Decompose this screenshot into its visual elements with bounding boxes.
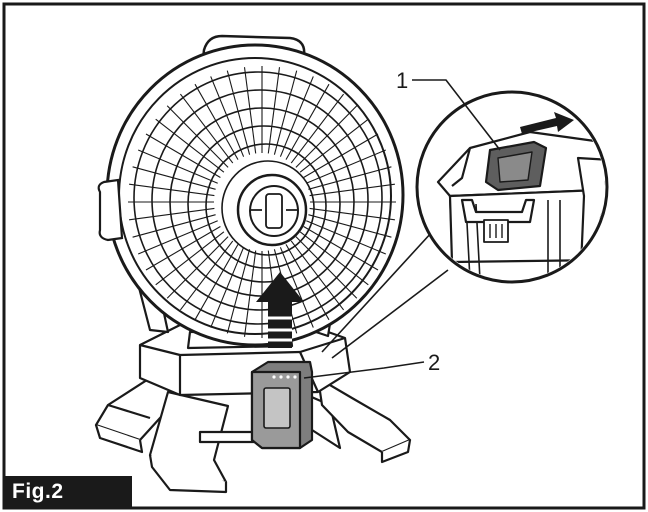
grille-spoke (243, 67, 257, 154)
arrow-right-icon (520, 112, 574, 134)
callout-number-1: 1 (396, 68, 408, 93)
grille-spoke (309, 183, 395, 197)
magnifier-circle (415, 90, 609, 284)
grille-spoke (279, 76, 314, 157)
grille-spoke (155, 118, 225, 173)
grille-spoke (306, 220, 387, 255)
grille-spoke (226, 249, 251, 334)
grille-spoke (194, 83, 239, 160)
grille-spoke (179, 240, 234, 311)
grille-spoke (129, 207, 215, 221)
grille-spoke (308, 214, 392, 238)
battery-label-window (263, 387, 291, 429)
grille-spoke (295, 236, 358, 299)
grille-spoke (166, 236, 229, 299)
battery-cartridge (250, 360, 314, 450)
grille-spoke (290, 93, 345, 164)
grille-spoke (295, 105, 358, 168)
grille-spoke (145, 133, 221, 178)
grille-spoke (226, 70, 251, 155)
grille-spoke (137, 149, 218, 184)
grille-spoke (194, 244, 239, 321)
fan-tilt-knob (97, 178, 124, 242)
grille-spoke (166, 105, 229, 168)
callout-leaders (303, 79, 501, 379)
grille-spoke (179, 93, 234, 164)
grille-spoke (308, 166, 392, 190)
grille-spoke (303, 226, 379, 271)
callout-number-2: 2 (428, 350, 440, 375)
grille-spoke (299, 118, 369, 173)
fan-hub (236, 173, 308, 247)
grille-spoke (132, 166, 216, 190)
grille-spoke (279, 247, 314, 328)
figure-label: Fig.2 (12, 480, 64, 503)
grille-spoke (303, 133, 379, 178)
figure-label-box: Fig.2 (4, 476, 132, 508)
fan-grille-spokes (128, 66, 396, 338)
grille-spoke (243, 250, 257, 337)
grille-spoke (285, 244, 330, 321)
grille-spoke (290, 240, 345, 311)
grille-spoke (155, 231, 225, 286)
magnifier-leader-lines (321, 231, 449, 359)
grille-spoke (306, 149, 387, 184)
grille-spoke (285, 83, 330, 160)
grille-spoke (309, 207, 395, 221)
grille-spoke (132, 214, 216, 238)
grille-spoke (299, 231, 369, 286)
grille-spoke (137, 220, 218, 255)
grille-spoke (210, 76, 245, 157)
grille-spoke (273, 70, 298, 155)
grille-spoke (210, 247, 245, 328)
grille-spoke (145, 226, 221, 271)
arrow-up-icon (256, 272, 304, 348)
grille-spoke (129, 183, 215, 197)
grille-spoke (267, 67, 281, 154)
